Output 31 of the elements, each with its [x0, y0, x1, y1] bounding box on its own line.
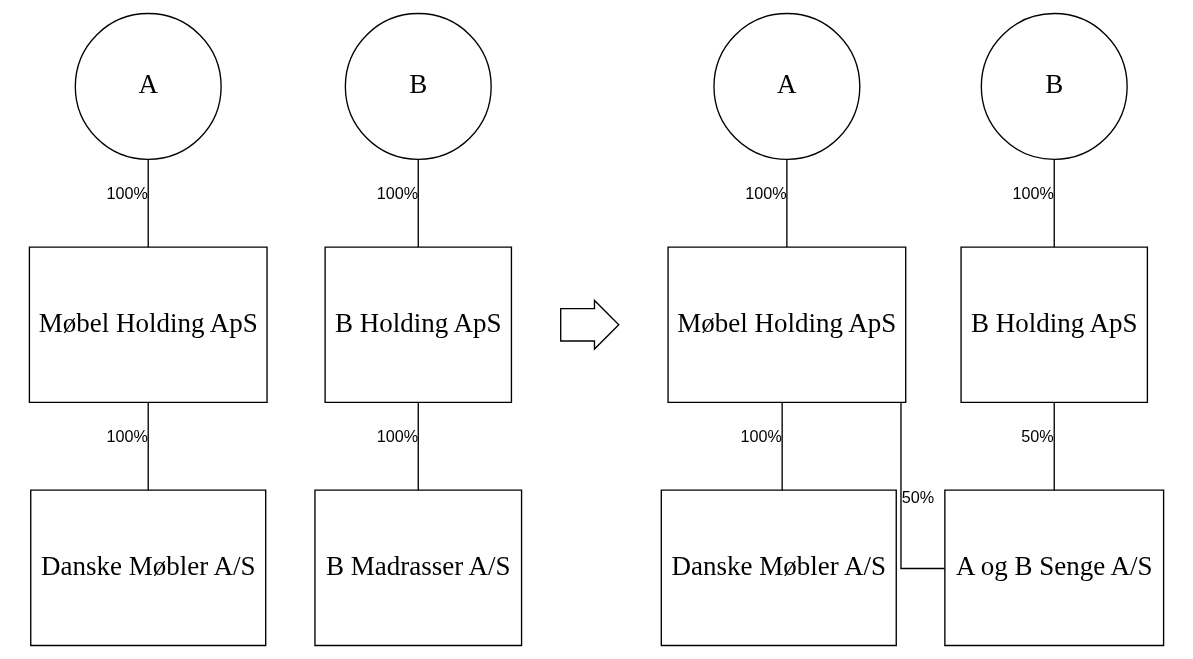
- edge-label: 100%: [106, 426, 148, 445]
- node-box: A og B Senge A/S: [944, 489, 1165, 647]
- edge-label: 100%: [1012, 183, 1054, 202]
- edge-label: 50%: [901, 487, 935, 506]
- node-box: Møbel Holding ApS: [667, 246, 907, 404]
- node-arrow: [560, 298, 620, 351]
- node-circle: B: [344, 12, 492, 161]
- edge-label: 100%: [106, 183, 148, 202]
- edge-label: 50%: [1021, 426, 1054, 445]
- node-circle: A: [713, 12, 861, 161]
- connector: [781, 402, 783, 491]
- edge-label: 100%: [740, 426, 782, 445]
- connector: [900, 401, 946, 570]
- connector: [1053, 402, 1055, 491]
- node-circle: A: [74, 12, 222, 161]
- connector: [786, 159, 788, 248]
- node-circle: B: [980, 12, 1128, 161]
- edge-label: 100%: [376, 426, 419, 445]
- node-box: B Holding ApS: [324, 246, 513, 404]
- node-box: Danske Møbler A/S: [660, 489, 897, 647]
- edge-label: 100%: [745, 183, 787, 202]
- node-box: Møbel Holding ApS: [28, 246, 268, 404]
- connector: [417, 402, 419, 491]
- connector: [1053, 159, 1055, 248]
- node-box: B Madrasser A/S: [314, 489, 523, 647]
- connector: [417, 159, 419, 248]
- connector: [147, 402, 149, 491]
- node-box: Danske Møbler A/S: [30, 489, 267, 647]
- node-box: B Holding ApS: [960, 246, 1149, 404]
- edge-label: 100%: [376, 183, 419, 202]
- connector: [147, 159, 149, 248]
